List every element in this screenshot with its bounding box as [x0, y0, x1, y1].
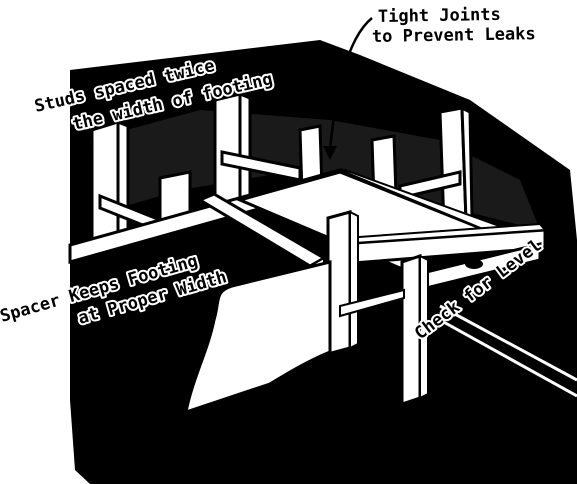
tight-joints-label-line1: Tight Joints: [378, 5, 501, 27]
spacer-arrowhead: [262, 240, 276, 254]
tight-joints-arrowhead: [323, 146, 337, 160]
tight-joints-label-line2: to Prevent Leaks: [372, 24, 536, 47]
ground-lines: [439, 304, 577, 398]
right-front-stake-side: [419, 254, 429, 400]
footing-cutaway-section: [184, 260, 332, 415]
front-diagonal-brace: [339, 288, 405, 318]
center-front-stake-side: [349, 210, 359, 350]
level-bubble: [465, 259, 483, 269]
